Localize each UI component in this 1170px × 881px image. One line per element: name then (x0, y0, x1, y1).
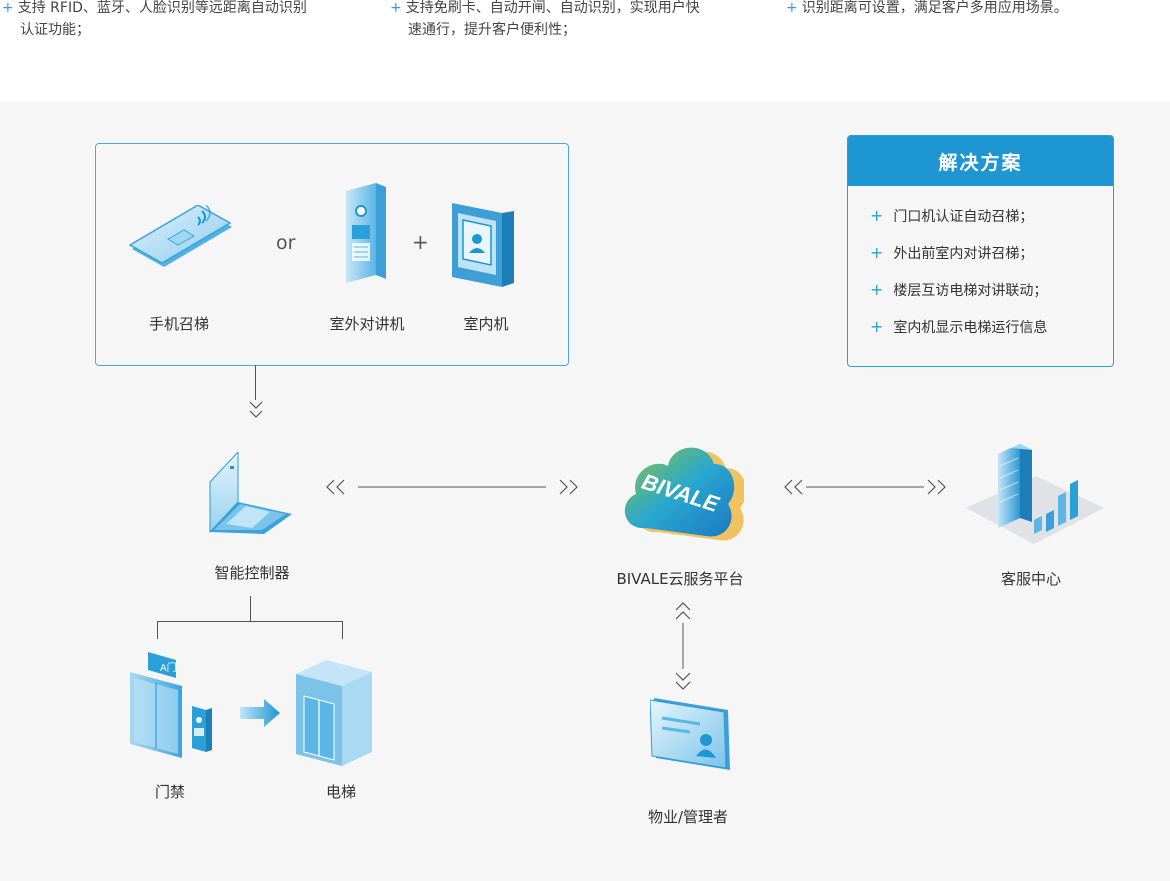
connector-line (157, 621, 343, 622)
controller-laptop-icon (209, 452, 292, 534)
solution-item-text: 楼层互访电梯对讲联动； (893, 283, 1048, 299)
feature-item: +识别距离可设置，满足客户多用应用场景。 (786, 0, 1068, 19)
plus-icon: + (870, 280, 884, 299)
vertical-bidirectional-arrow (675, 602, 691, 690)
plus-icon: + (870, 243, 884, 262)
outdoor-intercom-label: 室外对讲机 (329, 315, 405, 333)
outdoor-intercom-icon (346, 183, 386, 283)
solution-item-text: 外出前室内对讲召梯； (893, 246, 1034, 262)
feature-text: 识别距离可设置，满足客户多用应用场景。 (801, 0, 1068, 16)
feature-item: +支持 RFID、蓝牙、人脸识别等远距离自动识别 认证功能； (2, 0, 307, 41)
indoor-monitor-label: 室内机 (463, 315, 509, 333)
double-chevron-down-icon (249, 401, 263, 418)
manager-label: 物业/管理者 (647, 808, 729, 826)
plus-text: + (412, 230, 429, 254)
or-text: or (276, 232, 296, 254)
connector-line (157, 621, 158, 639)
elevator-label: 电梯 (325, 783, 357, 801)
manager-id-card-icon (650, 698, 730, 770)
feature-text: 支持 RFID、蓝牙、人脸识别等远距离自动识别 (17, 0, 307, 16)
feature-text: 支持免刷卡、自动开闸、自动识别，实现用户快 (405, 0, 700, 16)
phone-card-icon (128, 205, 232, 267)
bidirectional-arrow (784, 479, 946, 495)
cloud-platform-label: BIVALE云服务平台 (616, 570, 744, 588)
solution-item-text: 室内机显示电梯运行信息 (893, 320, 1048, 336)
bivale-cloud-icon: BIVALE (624, 447, 744, 541)
access-sign-text: A门 (160, 661, 177, 674)
elevator-icon (296, 660, 372, 766)
plus-icon: + (870, 317, 884, 336)
access-gate-label: 门禁 (154, 783, 186, 801)
connector-line (250, 596, 251, 622)
solution-item: + 外出前室内对讲召梯； (870, 243, 1033, 263)
solution-item: + 门口机认证自动召梯； (870, 206, 1033, 226)
plus-icon: + (786, 0, 798, 16)
solution-item: + 室内机显示电梯运行信息 (870, 317, 1047, 337)
plus-icon: + (2, 0, 14, 16)
service-center-label: 客服中心 (1000, 570, 1062, 588)
bidirectional-arrow (326, 479, 578, 495)
solution-item: + 楼层互访电梯对讲联动； (870, 280, 1047, 300)
feature-text: 速通行，提升客户便利性； (408, 22, 576, 38)
solution-title: 解决方案 (848, 136, 1113, 186)
feature-item: +支持免刷卡、自动开闸、自动识别，实现用户快 速通行，提升客户便利性； (390, 0, 700, 41)
plus-icon: + (390, 0, 402, 16)
connector-line (342, 621, 343, 639)
service-center-building-icon (966, 444, 1104, 544)
plus-icon: + (870, 206, 884, 225)
arrow-right-icon (240, 699, 280, 727)
controller-label: 智能控制器 (214, 564, 290, 582)
feature-strip: +支持 RFID、蓝牙、人脸识别等远距离自动识别 认证功能； +支持免刷卡、自动… (0, 0, 1170, 102)
connector-line (255, 365, 256, 400)
access-gate-icon: A门 (130, 652, 212, 758)
indoor-monitor-icon (452, 203, 514, 287)
feature-text: 认证功能； (20, 22, 90, 38)
phone-label: 手机召梯 (148, 315, 210, 333)
solution-item-text: 门口机认证自动召梯； (893, 209, 1034, 225)
solution-panel: 解决方案 + 门口机认证自动召梯； + 外出前室内对讲召梯； + 楼层互访电梯对讲联动… (847, 135, 1114, 367)
